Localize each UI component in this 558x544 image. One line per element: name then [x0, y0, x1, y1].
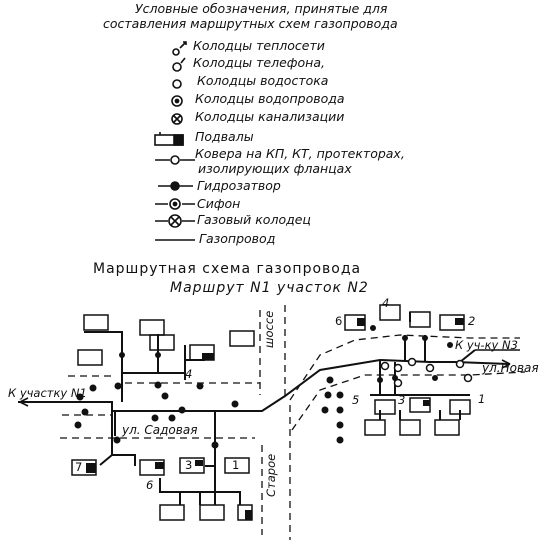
header-line-2: составления маршрутных схем газопровода	[103, 16, 398, 31]
legend-label-basement: Подвалы	[195, 129, 254, 144]
label-to-section-1: К участку N1	[8, 386, 87, 400]
legend-label-carpet: Ковера на КП, КТ, протекторах,	[195, 146, 405, 161]
scheme-subtitle: Маршрут N1 участок N2	[170, 280, 369, 296]
legend-label-water-seal: Гидрозатвор	[197, 178, 281, 193]
label-to-well-3: К уч-ку N3	[455, 338, 518, 352]
legend-label-drain: Колодцы водостока	[197, 73, 329, 88]
num-4-right: 4	[382, 296, 390, 310]
legend-label-telephone: Колодцы телефона,	[193, 55, 325, 70]
water-seals	[74, 325, 453, 449]
water-seal-icon	[158, 181, 193, 191]
legend-label-gas-pipe: Газопровод	[199, 231, 276, 246]
carpets	[380, 357, 473, 388]
arrow-right	[501, 359, 511, 369]
basement-icon	[154, 132, 184, 146]
label-old: Старое	[264, 453, 278, 497]
gas-well-icon	[155, 214, 195, 228]
carpet-icon	[155, 155, 195, 165]
num-1-right: 1	[478, 392, 486, 406]
num-5-right: 5	[352, 393, 360, 407]
siphon-icon	[155, 198, 195, 210]
num-1-left: 1	[232, 458, 240, 472]
num-6-right: 6	[335, 314, 343, 328]
legend-label-water: Колодцы водопровода	[195, 91, 345, 106]
num-3-right: 3	[398, 393, 406, 407]
label-street-sadovaya: ул. Садовая	[122, 423, 198, 437]
sewer-well-icon	[171, 113, 183, 125]
header-line-1: Условные обозначения, принятые для	[135, 1, 388, 16]
street-boundaries	[60, 305, 526, 540]
num-4-left: 4	[185, 367, 193, 381]
label-street-novaya: ул.Новая	[482, 361, 539, 375]
legend-label-gas-well: Газовый колодец	[197, 212, 311, 227]
legend-label-sewer: Колодцы канализации	[195, 109, 345, 124]
telephone-well-icon	[172, 57, 186, 72]
legend-label-teploset: Колодцы теплосети	[193, 38, 325, 53]
arrow-left	[19, 397, 29, 407]
num-2-right: 2	[468, 314, 476, 328]
legend-label-carpet-2: изолирующих фланцах	[198, 161, 352, 176]
label-highway: шоссе	[262, 310, 276, 348]
basement-marks-right	[357, 318, 464, 406]
teploset-well-icon	[172, 41, 187, 56]
num-6-left: 6	[146, 478, 154, 492]
buildings-left	[71, 314, 255, 521]
scheme-title: Маршрутная схема газопровода	[93, 261, 362, 277]
num-7: 7	[75, 460, 83, 474]
num-3-left: 3	[185, 458, 193, 472]
basement-marks-left	[86, 353, 252, 520]
water-well-icon	[171, 95, 183, 107]
legend-label-siphon: Сифон	[197, 196, 241, 211]
drain-well-icon	[172, 79, 182, 89]
